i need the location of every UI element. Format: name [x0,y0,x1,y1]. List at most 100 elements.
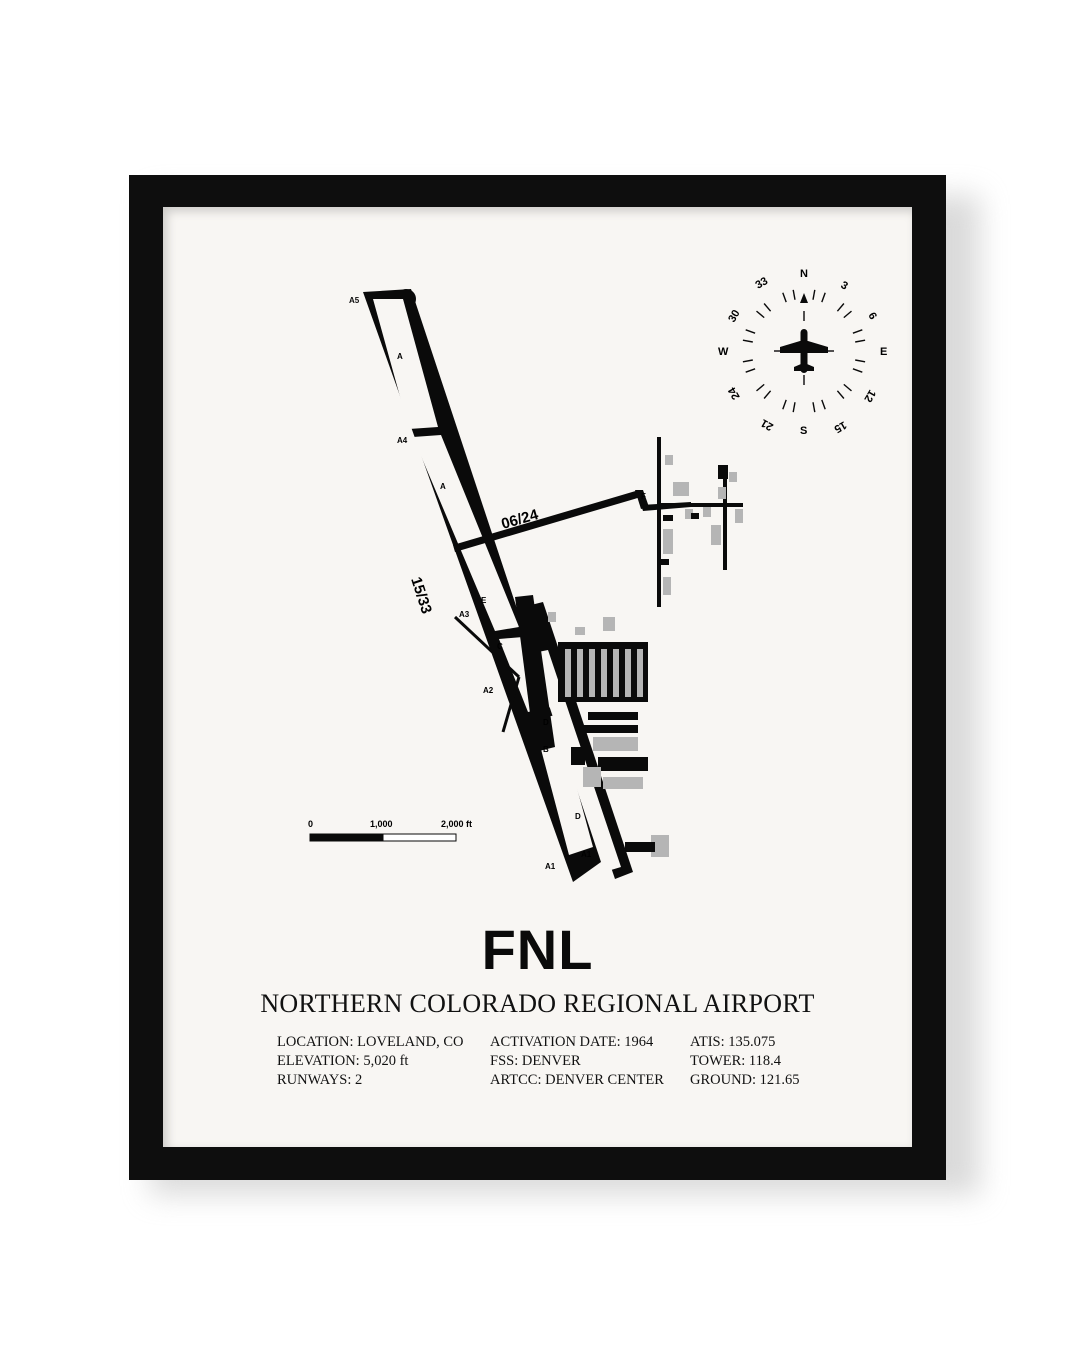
airport-diagram: 15/33 06/24 A5 A A4 A A3 E C A2 D B D A1… [308,268,887,882]
taxiway-label-a-mid: A [440,482,446,491]
building [651,835,669,857]
building [663,577,671,595]
hangar-block [598,757,648,771]
compass-15: 15 [832,418,849,435]
compass-tick [852,329,863,334]
compass-tick [742,339,753,343]
taxiway-label-c: C [497,642,503,651]
compass-tick [843,310,852,319]
taxiway-label-d: D [543,718,549,727]
compass-tick [812,402,816,413]
runway-label-15-33: 15/33 [407,575,435,616]
building [718,487,726,499]
info-location: LOCATION: LOVELAND, CO [277,1034,464,1050]
compass-30: 30 [726,308,743,325]
building [673,482,689,496]
building [735,509,743,523]
taxiway-label-a4: A4 [397,436,408,445]
hangar-block [603,777,643,789]
info-fss: FSS: DENVER [490,1053,581,1069]
taxiway-label-b: B [543,745,549,754]
building [703,507,711,517]
building [661,559,669,565]
compass-12: 12 [861,388,878,405]
building [718,465,728,479]
compass-tick [852,368,863,373]
taxiway-a2-link [501,676,521,733]
hangar-block [583,767,601,787]
info-column-1: LOCATION: LOVELAND, CO ELEVATION: 5,020 … [277,1033,463,1090]
compass-e: E [880,346,887,358]
info-ground: GROUND: 121.65 [690,1072,800,1088]
compass-n: N [800,268,808,280]
taxiway-east-2 [723,465,727,570]
compass-6: 6 [865,311,878,322]
scale-label-1000: 1,000 [370,819,393,829]
taxiway-a3-link [453,615,521,679]
hangar-gap [589,649,595,697]
info-activation-date: ACTIVATION DATE: 1964 [490,1034,654,1050]
info-column-3: ATIS: 135.075 TOWER: 118.4 GROUND: 121.6… [690,1033,800,1090]
taxiway-east-cross [657,503,743,507]
compass-tick [745,329,756,334]
info-tower: TOWER: 118.4 [690,1053,782,1069]
hangar-gap [577,649,583,697]
compass-tick [763,303,772,312]
runway-06-24-bend [635,490,649,509]
compass-24: 24 [726,384,743,401]
taxiway-label-a: A [397,352,403,361]
building [685,509,693,519]
airport-name: NORTHERN COLORADO REGIONAL AIRPORT [260,989,815,1018]
taxiway-label-a1-left: A1 [545,862,556,871]
compass-tick [843,383,852,392]
building [691,513,699,519]
info-artcc: ARTCC: DENVER CENTER [490,1072,664,1088]
building [665,455,673,465]
compass-tick [821,399,826,410]
taxiway-label-d-lower: D [575,812,581,821]
compass-33: 33 [754,275,771,292]
compass-tick [792,289,796,300]
airport-code: FNL [481,918,594,981]
hangar-block [593,737,638,751]
hangar-block [588,712,638,720]
compass-tick [855,359,866,363]
building [663,515,673,521]
compass-tick [782,399,787,410]
taxiway-a-mid-strip [413,435,519,631]
apron-main [515,595,555,752]
compass-tick [821,292,826,303]
runway-06-24 [453,490,641,552]
north-arrow-icon [800,293,808,303]
taxiway-label-f: F [641,492,646,501]
poster-mat: 15/33 06/24 A5 A A4 A A3 E C A2 D B D A1… [163,207,912,1147]
hangar-gap [565,649,571,697]
compass-tick [745,368,756,373]
building [711,525,721,545]
compass-tick [836,390,845,399]
compass-21: 21 [759,416,776,433]
airplane-icon [780,329,828,373]
info-atis: ATIS: 135.075 [690,1034,776,1050]
compass-tick [792,402,796,413]
taxiway-label-a3: A3 [459,610,470,619]
building [548,612,556,622]
scale-label-0: 0 [308,819,313,829]
hangar-block [578,725,638,733]
taxiway-label-a5: A5 [349,296,360,305]
compass-rose: N E S W 3 6 12 15 21 24 30 33 [718,268,887,437]
compass-3: 3 [839,279,850,292]
compass-tick [756,310,765,319]
scale-label-2000: 2,000 ft [441,819,472,829]
compass-w: W [718,346,729,358]
info-runways: RUNWAYS: 2 [277,1072,363,1088]
building [729,472,737,482]
scale-bar: 0 1,000 2,000 ft [308,819,472,842]
compass-tick [756,383,765,392]
taxiway-east-1 [657,437,661,607]
compass-s: S [800,425,807,437]
compass-tick [782,292,787,303]
building [575,627,585,635]
taxiway-a-upper-strip [373,299,438,429]
picture-frame: 15/33 06/24 A5 A A4 A A3 E C A2 D B D A1… [129,175,946,1180]
